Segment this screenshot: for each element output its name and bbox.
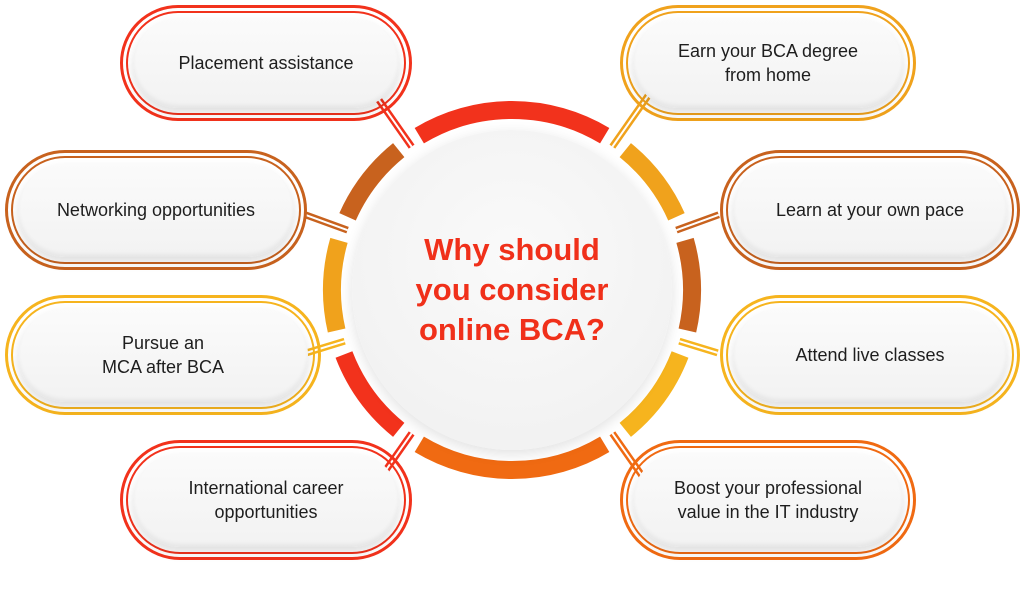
center-title: Why should you consider online BCA? bbox=[415, 232, 609, 347]
connector-line-inner bbox=[304, 213, 348, 232]
item-boost-value: Boost your professional value in the IT … bbox=[620, 440, 916, 560]
item-placement: Placement assistance bbox=[120, 5, 412, 121]
ring-segment bbox=[414, 436, 610, 479]
item-label: Learn at your own pace bbox=[775, 200, 965, 220]
center-circle: Why should you consider online BCA? bbox=[352, 130, 672, 450]
connector-line-inner bbox=[676, 213, 720, 232]
connector-line-inner bbox=[679, 340, 718, 354]
ring-segment bbox=[414, 101, 610, 144]
ring-segment bbox=[335, 351, 405, 437]
item-label: Placement assistance bbox=[178, 53, 354, 73]
ring-segment bbox=[619, 351, 689, 437]
item-earn-degree: Earn your BCA degree from home bbox=[620, 5, 916, 121]
item-own-pace: Learn at your own pace bbox=[720, 150, 1020, 270]
item-label: Attend live classes bbox=[795, 345, 945, 365]
item-networking: Networking opportunities bbox=[5, 150, 307, 270]
item-label: Earn your BCA degree from home bbox=[677, 41, 859, 85]
item-label: Boost your professional value in the IT … bbox=[673, 478, 863, 522]
ring-segment bbox=[323, 237, 348, 333]
ring-segment bbox=[676, 237, 701, 333]
item-label: International career opportunities bbox=[188, 478, 344, 522]
item-pursue-mca: Pursue an MCA after BCA bbox=[5, 295, 321, 415]
item-label: Pursue an MCA after BCA bbox=[101, 333, 225, 377]
ring-segment bbox=[339, 143, 405, 221]
item-label: Networking opportunities bbox=[56, 200, 256, 220]
item-international: International career opportunities bbox=[120, 440, 412, 560]
item-live-classes: Attend live classes bbox=[720, 295, 1020, 415]
ring-segment bbox=[619, 143, 685, 221]
